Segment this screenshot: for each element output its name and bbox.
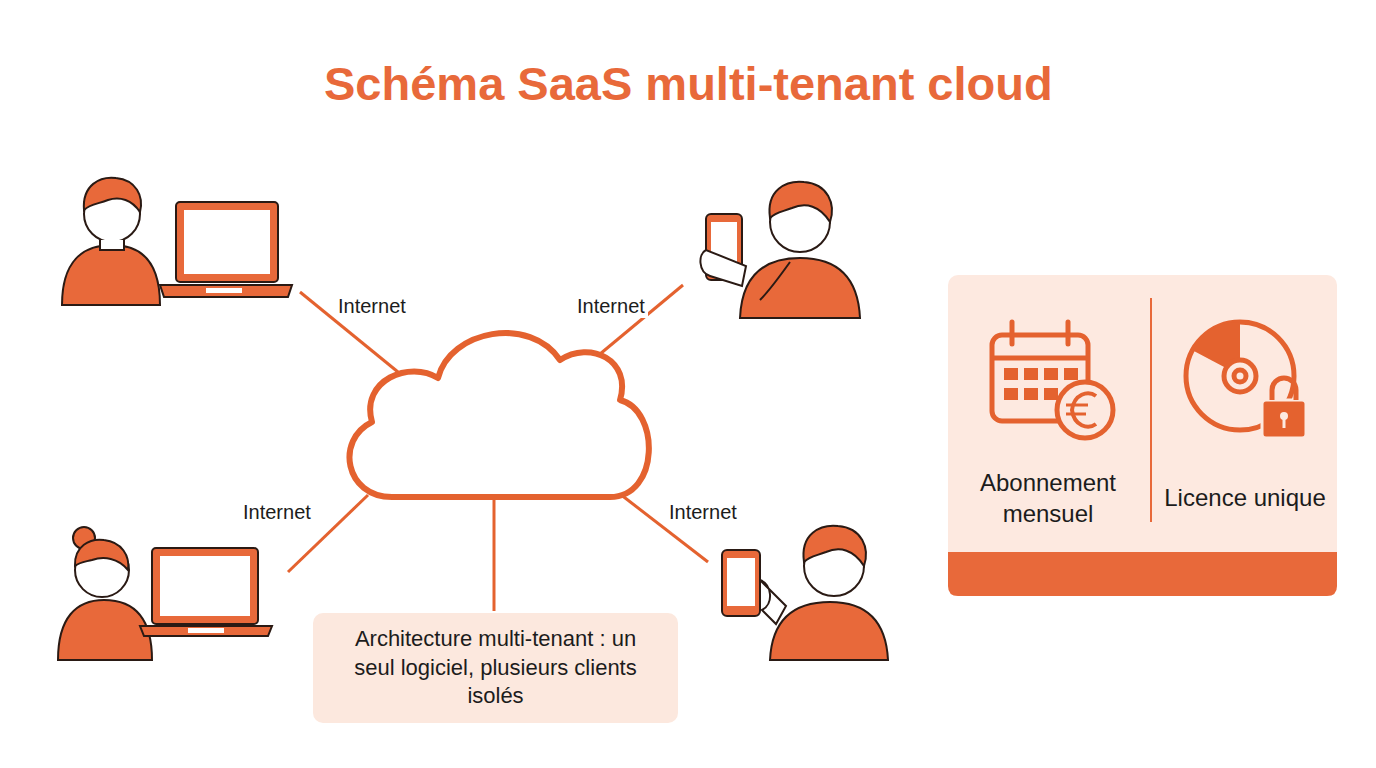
note-text: Architecture multi-tenant : un seul logi… (341, 625, 650, 711)
network-label: Internet (335, 295, 409, 318)
pricing-panel (948, 275, 1337, 596)
network-label: Internet (240, 501, 314, 524)
network-label: Internet (574, 295, 648, 318)
option-label: Abonnement mensuel (958, 467, 1138, 529)
user-laptop-bottom-left (58, 527, 272, 660)
note-text-wrap: Architecture multi-tenant : un seul logi… (341, 625, 650, 711)
network-label: Internet (666, 501, 740, 524)
diagram-title: Schéma SaaS multi-tenant cloud (324, 56, 1053, 111)
disc-lock-icon (1186, 322, 1306, 438)
user-laptop-top-left (62, 178, 292, 305)
calendar-euro-icon (992, 322, 1113, 438)
note-box: Architecture multi-tenant : un seul logi… (313, 613, 678, 723)
user-phone-top-right (700, 182, 860, 318)
cloud-shape (350, 333, 649, 497)
option-label: Licence unique (1155, 482, 1335, 513)
user-phone-bottom-right (722, 526, 888, 660)
pricing-panel-node: Abonnement mensuel Licence unique (948, 275, 1337, 596)
network-lines (288, 285, 708, 611)
